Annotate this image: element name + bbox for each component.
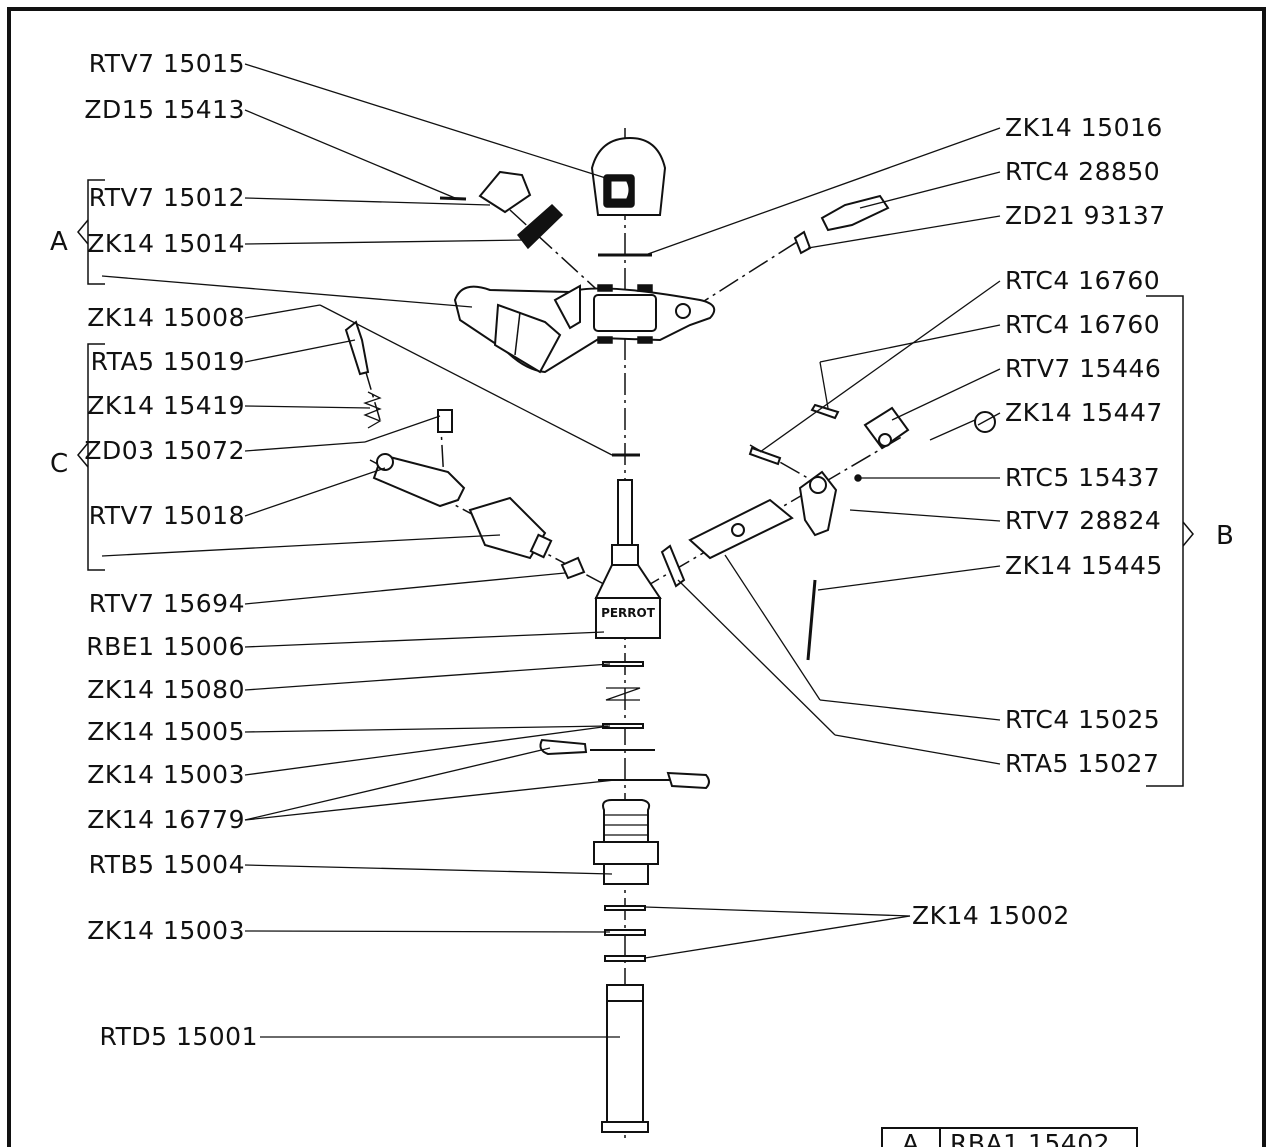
plate-window bbox=[493, 303, 562, 374]
part-rta5-15027 bbox=[660, 544, 686, 588]
label-rtd5-15001: RTD5 15001 bbox=[100, 1022, 258, 1051]
label-zk14-15080: ZK14 15080 bbox=[87, 675, 245, 704]
label-zk14-15008: ZK14 15008 bbox=[87, 303, 245, 332]
part-rtc4-28850 bbox=[820, 194, 890, 232]
label-zd15-15413: ZD15 15413 bbox=[84, 95, 245, 124]
label-rta5-15019: RTA5 15019 bbox=[91, 347, 245, 376]
label-rtc4-15025: RTC4 15025 bbox=[1005, 705, 1160, 734]
thread-body bbox=[602, 799, 651, 843]
bracket-a-tip bbox=[77, 219, 89, 245]
plate-window-center bbox=[593, 294, 657, 332]
plate-slot bbox=[553, 284, 581, 330]
label-zd03-15072: ZD03 15072 bbox=[84, 436, 245, 465]
group-label-c: C bbox=[50, 449, 68, 479]
nut-flange bbox=[593, 841, 659, 865]
label-zd21-93137: ZD21 93137 bbox=[1005, 201, 1166, 230]
pin-rtd5-15001 bbox=[606, 984, 644, 1131]
group-label-b: B bbox=[1216, 521, 1234, 551]
label-rtb5-15004: RTB5 15004 bbox=[89, 850, 245, 879]
label-rtv7-15015: RTV7 15015 bbox=[89, 49, 245, 78]
title-block-ref: RBA1 15402 bbox=[950, 1129, 1110, 1147]
label-rtv7-15446: RTV7 15446 bbox=[1005, 354, 1161, 383]
brand-mark: PERROT bbox=[601, 606, 656, 620]
label-zk14-15445: ZK14 15445 bbox=[1005, 551, 1163, 580]
label-zk14-15447: ZK14 15447 bbox=[1005, 398, 1163, 427]
axis-top-right bbox=[689, 239, 801, 311]
washer-zk14-15002-a bbox=[604, 905, 646, 911]
label-rtc4-28850: RTC4 28850 bbox=[1005, 157, 1160, 186]
base-rbe1-15006 bbox=[595, 597, 661, 639]
pin-zk14-15445 bbox=[806, 579, 817, 661]
label-rtv7-15012: RTV7 15012 bbox=[89, 183, 245, 212]
label-zk14-15419: ZK14 15419 bbox=[87, 391, 245, 420]
bracket-b bbox=[1146, 295, 1184, 787]
washer-zk14-15003-b bbox=[604, 929, 646, 936]
label-zk14-16779: ZK14 16779 bbox=[87, 805, 245, 834]
label-rtv7-28824: RTV7 28824 bbox=[1005, 506, 1161, 535]
drawing-border bbox=[7, 7, 1266, 1147]
part-rtc4-16760-b bbox=[748, 446, 782, 466]
part-rtv7-15694 bbox=[560, 556, 586, 580]
top-plate bbox=[453, 285, 716, 374]
label-rtv7-15018: RTV7 15018 bbox=[89, 501, 245, 530]
washer-zk14-15002-b bbox=[604, 955, 646, 962]
leader-lines bbox=[101, 63, 1001, 1038]
spring-zk14-15014 bbox=[516, 203, 564, 250]
part-rtv7-15012 bbox=[478, 170, 532, 214]
label-rtc4-16760: RTC4 16760 bbox=[1005, 266, 1160, 295]
part-rtv7-15018 bbox=[372, 453, 466, 508]
label-zk14-15003-b: ZK14 15003 bbox=[87, 916, 245, 945]
label-rtv7-15694: RTV7 15694 bbox=[89, 589, 245, 618]
group-label-a: A bbox=[50, 227, 68, 257]
label-zk14-15016: ZK14 15016 bbox=[1005, 113, 1163, 142]
label-zk14-15005: ZK14 15005 bbox=[87, 717, 245, 746]
bracket-c-tip bbox=[77, 442, 89, 468]
part-zd21-93137 bbox=[793, 230, 812, 255]
pin-zk14-16779-a bbox=[539, 738, 588, 756]
bracket-b-tip bbox=[1182, 521, 1194, 547]
shaft bbox=[617, 479, 633, 551]
plate-hole bbox=[675, 303, 691, 319]
pin-zk14-16779-b bbox=[666, 771, 710, 790]
spring-zk14-15447 bbox=[974, 411, 996, 433]
spring-zk14-15419 bbox=[363, 391, 382, 429]
spring-zk14-15005 bbox=[605, 687, 641, 701]
label-rta5-15027: RTA5 15027 bbox=[1005, 749, 1159, 778]
label-zk14-15002: ZK14 15002 bbox=[912, 901, 1070, 930]
title-block bbox=[881, 1127, 1138, 1147]
bracket-c bbox=[87, 343, 105, 571]
part-rtc4-16760-a bbox=[810, 403, 840, 420]
shaft-collar bbox=[611, 544, 639, 566]
cone-part bbox=[594, 564, 662, 599]
bracket-a bbox=[87, 179, 105, 285]
title-block-rev: A bbox=[902, 1129, 920, 1147]
label-zk14-15003: ZK14 15003 bbox=[87, 760, 245, 789]
label-rbe1-15006: RBE1 15006 bbox=[86, 632, 245, 661]
label-zk14-15014: ZK14 15014 bbox=[87, 229, 245, 258]
screw-zd03-15072 bbox=[437, 409, 453, 433]
label-rtc4-16760-b: RTC4 16760 bbox=[1005, 310, 1160, 339]
part-rtv7-28824 bbox=[798, 470, 838, 537]
label-rtc5-15437: RTC5 15437 bbox=[1005, 463, 1160, 492]
part-rta5-15019 bbox=[344, 320, 370, 376]
